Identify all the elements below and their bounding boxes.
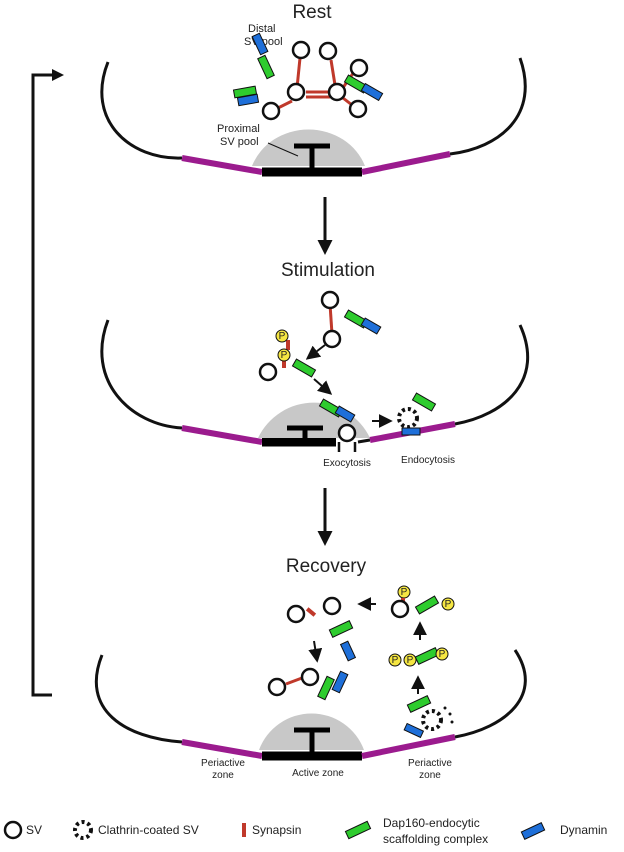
legend-ccsv-label: Clathrin-coated SV xyxy=(98,823,199,837)
t-bar-icon-stim xyxy=(287,425,323,440)
sv-legend-icon xyxy=(3,820,23,840)
sv-icon xyxy=(286,604,306,624)
synapsin-links xyxy=(277,57,356,110)
proximal-pool-leader-line xyxy=(267,142,299,157)
dap160-complexes xyxy=(232,54,369,99)
stimulation-title: Stimulation xyxy=(281,260,375,281)
sv-icon xyxy=(322,329,342,349)
legend-sv-label: SV xyxy=(26,823,42,837)
proximal-pool-label: Proximal xyxy=(217,123,260,135)
periactive-zone-right-label-2: zone xyxy=(419,770,441,781)
fusing-sv xyxy=(337,423,357,452)
legend-dynamin-label: Dynamin xyxy=(560,823,607,837)
legend-synapsin-label: Synapsin xyxy=(252,823,301,837)
sv-icon xyxy=(258,362,278,382)
terminal-membrane xyxy=(100,57,527,177)
t-bar-icon xyxy=(294,143,330,168)
svg-text:P: P xyxy=(392,655,399,666)
stimulation-panel: Stimulation Exocytosis Endocytosis xyxy=(100,260,530,469)
flow-arrow xyxy=(308,640,323,663)
clathrin-coated-sv-icon xyxy=(397,407,419,429)
svg-text:P: P xyxy=(279,331,286,342)
flow-arrow xyxy=(305,344,326,360)
periactive-zone-left-label-2: zone xyxy=(212,770,234,781)
phospho-cluster-top: P P xyxy=(390,585,455,619)
clathrin-coated-sv-icon xyxy=(421,709,443,731)
dynamin-legend-icon xyxy=(520,822,546,840)
active-zone-label: Active zone xyxy=(292,768,344,779)
recovery-panel: Recovery Periactive zone Active zone Per… xyxy=(95,556,527,781)
terminal-membrane-rec xyxy=(95,649,527,761)
rest-title: Rest xyxy=(292,2,332,23)
sv-icon xyxy=(322,596,342,616)
dynamin-molecules xyxy=(236,32,384,107)
svg-text:P: P xyxy=(439,649,446,660)
sv-icon xyxy=(267,677,287,697)
legend-dap160-label: Dap160-endocytic xyxy=(383,816,480,830)
legend-dap160-label-2: scaffolding complex xyxy=(383,832,488,846)
legend: SV Clathrin-coated SV Synapsin Dap160-en… xyxy=(3,816,607,846)
periactive-zone-right-label: Periactive xyxy=(408,758,452,769)
svg-text:P: P xyxy=(445,599,452,610)
exocytosis-label: Exocytosis xyxy=(323,458,371,469)
flow-arrow xyxy=(313,378,333,395)
sv-icon xyxy=(300,667,320,687)
phospho-synapsin: P P xyxy=(275,329,291,368)
recovery-title: Recovery xyxy=(286,556,367,577)
distal-sv-cluster xyxy=(261,40,369,121)
rest-panel: Rest Distal SV pool Proximal SV pool xyxy=(100,2,527,177)
proximal-pool-label-2: SV pool xyxy=(220,136,259,148)
svg-text:P: P xyxy=(401,587,408,598)
phospho-cluster-mid: P P P xyxy=(388,647,449,667)
distal-pool-label: Distal xyxy=(248,23,276,35)
endocytosis-label: Endocytosis xyxy=(401,455,455,466)
t-bar-icon-rec xyxy=(294,727,330,752)
svg-text:P: P xyxy=(407,655,414,666)
cycle-return-arrow xyxy=(31,69,64,697)
synapsin-legend-icon xyxy=(242,823,246,837)
sv-icon xyxy=(320,290,340,310)
periactive-zone-left-label: Periactive xyxy=(201,758,245,769)
svg-text:P: P xyxy=(281,350,288,361)
dap160-legend-icon xyxy=(344,820,372,840)
clathrin-coated-sv-legend-icon xyxy=(73,820,93,840)
